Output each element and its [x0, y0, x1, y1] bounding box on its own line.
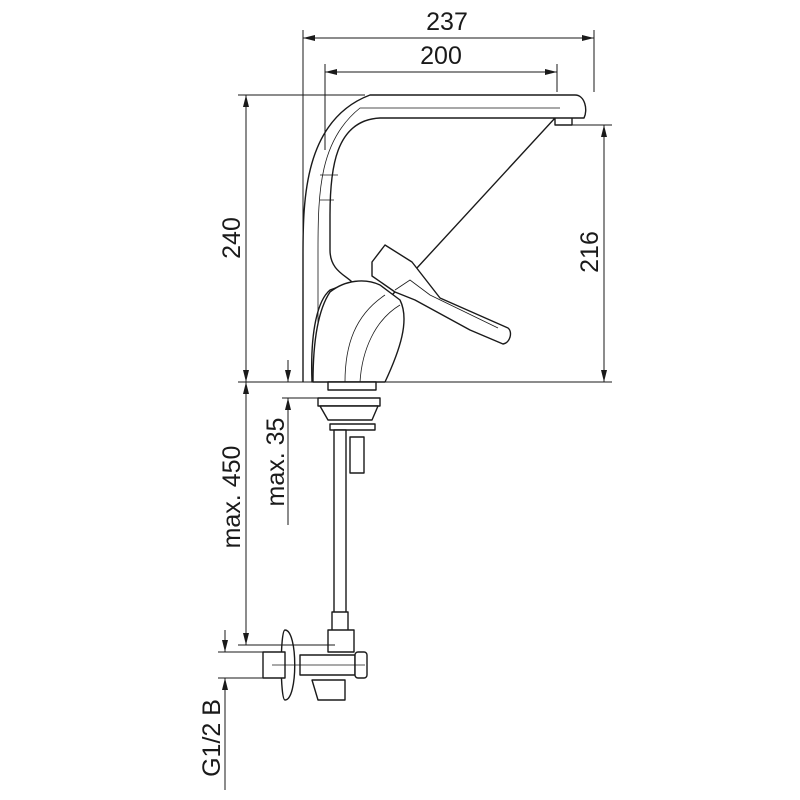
valve-nut	[327, 629, 355, 653]
label-max-35: max. 35	[262, 418, 290, 507]
counter-plate	[317, 397, 381, 407]
faucet-outline	[262, 94, 587, 701]
body	[312, 280, 405, 383]
fixing-nut	[329, 423, 376, 431]
label-240: 240	[218, 217, 246, 259]
washer	[327, 381, 377, 391]
label-216: 216	[576, 231, 604, 273]
lever-handle	[371, 244, 512, 345]
supply-hose	[333, 429, 347, 641]
label-g12b: G1/2 B	[198, 699, 226, 777]
label-max-450: max. 450	[218, 446, 246, 549]
valve-lever	[311, 679, 346, 701]
dimension-labels: 237 200 240 216 max. 450 max. 35 G1/2 B	[198, 8, 604, 777]
dimension-lines	[218, 30, 612, 790]
threaded-rod	[349, 436, 365, 474]
label-237: 237	[426, 8, 468, 36]
spout	[302, 94, 587, 383]
label-200: 200	[420, 42, 462, 70]
